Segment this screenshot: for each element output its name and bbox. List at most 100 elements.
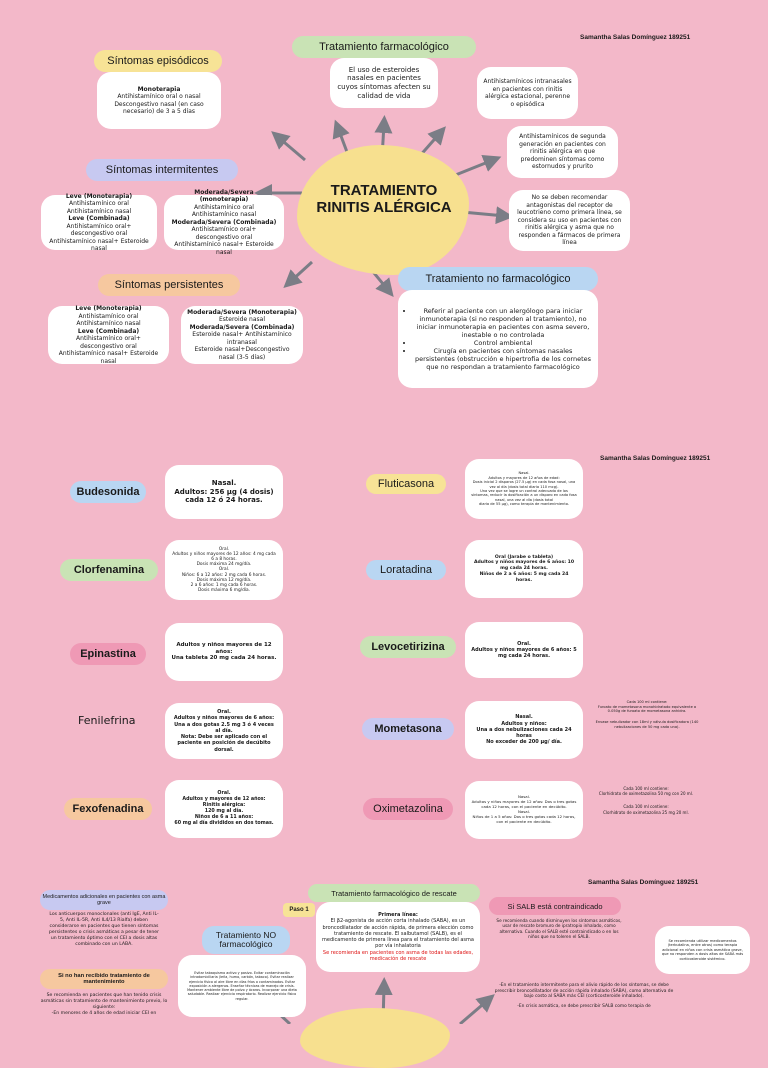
drug-clorfenamina: Clorfenamina bbox=[60, 559, 158, 581]
card-text: 2 a 6 años: 1 mg cada 6 horas. bbox=[190, 582, 258, 588]
salb-contraindicado-title: Si SALB está contraindicado bbox=[489, 897, 621, 915]
card-text-red: Se recomienda en pacientes con asma de t… bbox=[322, 949, 474, 962]
note-text: Envase nebulizador con 18ml y válvula do… bbox=[595, 720, 699, 729]
card-heading: Moderada/Severa (Monoterapia) bbox=[187, 308, 297, 316]
note-text: Clorhidrato de oximetazolina 50 mg con 2… bbox=[598, 791, 694, 797]
card-text: Esteroide nasal bbox=[219, 316, 265, 324]
card-text: Oral. bbox=[218, 567, 230, 573]
persistentes-moderada-card: Moderada/Severa (Monoterapia) Esteroide … bbox=[181, 306, 303, 364]
center-title: TRATAMIENTO RINITIS ALÉRGICA bbox=[300, 182, 468, 216]
sintomas-episodicos-title: Síntomas episódicos bbox=[94, 50, 222, 72]
card-text: Antihistamínico oral+ descongestivo oral bbox=[191, 226, 257, 241]
card-text: Esteroide nasal+ Antihistamínico intrana… bbox=[192, 331, 292, 346]
card-text: Adultos y niños: bbox=[501, 720, 547, 727]
card-text: Antihistamínico nasal bbox=[191, 211, 257, 219]
card-heading: Primera línea: bbox=[378, 912, 418, 918]
card-heading: Leve (Monoterapia) bbox=[65, 192, 133, 200]
sintomas-persistentes-title: Síntomas persistentes bbox=[98, 274, 240, 296]
card-text: Adultos y niños mayores de 12 años: Dos … bbox=[471, 799, 577, 810]
drug-epinastina: Epinastina bbox=[70, 643, 146, 665]
medicamentos-adicionales-text: Los anticuerpos monoclonales (anti IgE, … bbox=[49, 912, 159, 947]
card-text: Antihistamínico nasal bbox=[66, 207, 132, 215]
card-text: Niños de 1 a 5 años: Dos o tres gotas ca… bbox=[472, 813, 576, 824]
card-text: Antihistamínico oral+ descongestivo oral bbox=[66, 222, 132, 238]
drug-fluticasona: Fluticasona bbox=[366, 474, 446, 494]
card-text: Niños de 6 a 11 años: bbox=[194, 814, 254, 820]
fluticasona-info: Nasal. Adultos y mayores de 12 años de e… bbox=[465, 459, 583, 519]
intermitentes-leve-card: Leve (Monoterapia) Antihistamínico oral … bbox=[41, 192, 157, 253]
card-text: Antihistamínico oral bbox=[194, 203, 254, 211]
sin-mantenimiento-title: Si no han recibido tratamiento de manten… bbox=[40, 969, 168, 989]
note-text: Cada 100 ml contiene: bbox=[623, 804, 669, 810]
note-text: Se recomienda en pacientes que han tenid… bbox=[40, 993, 168, 1010]
no-farmacologico-list: Referir al paciente con un alergólogo pa… bbox=[404, 307, 592, 372]
card-text: Antihistamínico oral bbox=[78, 312, 139, 320]
author-name: Samantha Salas Domínguez 189251 bbox=[588, 879, 699, 886]
card-heading: Leve (Monoterapia) bbox=[75, 305, 142, 312]
card-heading: Monoterapia bbox=[137, 85, 181, 93]
drug-budesonida: Budesonida bbox=[70, 481, 146, 503]
card-text: Oral (Jarabe o tableta) bbox=[494, 554, 554, 560]
card-text: Adultos y niños mayores de 6 años: 10 mg… bbox=[473, 560, 575, 572]
card-text: Dosis máxima 12 mg/día. bbox=[196, 577, 252, 583]
no-farmacologico-card: Referir al paciente con un alergólogo pa… bbox=[398, 290, 598, 388]
card-text: Nasal. bbox=[515, 714, 533, 721]
card-text: Dosis máxima 24 mg/día. bbox=[196, 562, 252, 568]
drug-fenilefrina: Fenilefrina bbox=[78, 714, 136, 727]
card-text: Adultos y mayores de 12 años de edad: bbox=[488, 475, 560, 480]
sintomas-intermitentes-title: Síntomas intermitentes bbox=[86, 159, 238, 181]
levocetirizina-info: Oral. Adultos y niños mayores de 6 años:… bbox=[465, 622, 583, 678]
note-text: -En crisis asmática, se debe prescribir … bbox=[517, 1004, 651, 1010]
drug-levocetirizina: Levocetirizina bbox=[360, 636, 456, 658]
card-text: Adultos y niños mayores de 6 años: Una a… bbox=[173, 715, 275, 734]
salb-tratamiento-text: -En el tratamiento intermitente para el … bbox=[494, 983, 674, 1010]
note-text: Cada 100 ml contiene: bbox=[623, 786, 669, 791]
list-item: Referir al paciente con un alergólogo pa… bbox=[414, 307, 592, 340]
no-farmacologico-asma-title: Tratamiento NO farmacológico bbox=[202, 926, 290, 954]
card-text: diaria de 55 µg), como terapia de manten… bbox=[478, 502, 570, 507]
farmacologico-card-4: No se deben recomendar antagonistas del … bbox=[509, 190, 630, 251]
persistentes-leve-card: Leve (Monoterapia) Antihistamínico oral … bbox=[48, 305, 169, 365]
note-text: Clorhidrato de oximetazolina 25 mg 20 ml… bbox=[603, 809, 689, 815]
list-item: Control ambiental bbox=[414, 339, 592, 347]
card-text: Niños de 2 a 6 años: 5 mg cada 24 horas. bbox=[479, 571, 569, 583]
tratamiento-no-farmacologico-title: Tratamiento no farmacológico bbox=[398, 267, 598, 291]
card-text: Adultos y niños mayores de 6 años: 5 mg … bbox=[471, 646, 577, 660]
card-text: No exceder de 200 µg/ día. bbox=[486, 739, 562, 746]
card-text: Antihistamínico nasal+ Esteroide nasal bbox=[49, 237, 149, 253]
fenilefrina-info: Oral. Adultos y niños mayores de 6 años:… bbox=[165, 703, 283, 759]
farmacologico-card-1: El uso de esteroides nasales en paciente… bbox=[330, 58, 438, 108]
note-text: Furoato de mometasona monohidratado equi… bbox=[597, 704, 697, 714]
oximetazolina-info: Nasal. Adultos y niños mayores de 12 año… bbox=[465, 781, 583, 839]
center-title-line-2: RINITIS ALÉRGICA bbox=[316, 198, 452, 216]
salb-contraindicado-text: Se recomienda cuando disminuyen los sínt… bbox=[496, 918, 622, 940]
card-text: Antihistamínico oral bbox=[69, 200, 129, 207]
card-heading: Leve (Combinada) bbox=[77, 327, 140, 335]
note-text: -En el tratamiento intermitente para el … bbox=[494, 983, 674, 1000]
drug-oximetazolina: Oximetazolina bbox=[363, 798, 453, 820]
card-text: Antihistamínico nasal bbox=[76, 320, 141, 327]
card-text: Rinitis alérgica: bbox=[202, 803, 246, 809]
drug-fexofenadina: Fexofenadina bbox=[64, 798, 152, 820]
sintomas-episodicos-card: Monoterapia Antihistamínico oral o nasal… bbox=[97, 72, 221, 129]
loratadina-info: Oral (Jarabe o tableta) Adultos y niños … bbox=[465, 540, 583, 598]
no-farmacologico-asma-card: Evitar tabaquismo activo y pasivo. Evita… bbox=[178, 955, 306, 1017]
note-text: Cada 100 ml contiene: bbox=[626, 700, 668, 704]
center-title-line-1: TRATAMIENTO bbox=[330, 182, 438, 199]
oximetazolina-side-note: Cada 100 ml contiene: Clorhidrato de oxi… bbox=[596, 786, 696, 815]
farmacologico-card-3: Antihistamínicos de segunda generación e… bbox=[507, 126, 618, 178]
mometasona-info: Nasal. Adultos y niños: Una a dos nebuli… bbox=[465, 701, 583, 759]
medicamentos-adicionales-title: Medicamentos adicionales en pacientes co… bbox=[40, 890, 168, 910]
card-text: Nota: Debe ser aplicado con el paciente … bbox=[177, 734, 271, 753]
card-text: Dosis máxima 6 mg/día. bbox=[197, 588, 251, 594]
rescate-card: Primera línea: El β2-agonista de acción … bbox=[316, 902, 480, 972]
tratamiento-farmacologico-title: Tratamiento farmacológico bbox=[292, 36, 476, 58]
list-item: Cirugía en pacientes con síntomas nasale… bbox=[414, 347, 592, 371]
fexofenadina-info: Oral. Adultos y mayores de 12 años: Rini… bbox=[165, 780, 283, 838]
card-text: Adultos: 256 µg (4 dosis) bbox=[174, 487, 274, 496]
card-text: Una tableta 20 mg cada 24 horas. bbox=[171, 655, 277, 662]
rescate-title: Tratamiento farmacológico de rescate bbox=[308, 884, 480, 902]
budesonida-info: Nasal. Adultos: 256 µg (4 dosis) cada 12… bbox=[165, 465, 283, 519]
card-text: 120 mg al día. bbox=[204, 809, 244, 814]
card-text: Nasal. bbox=[518, 471, 530, 476]
